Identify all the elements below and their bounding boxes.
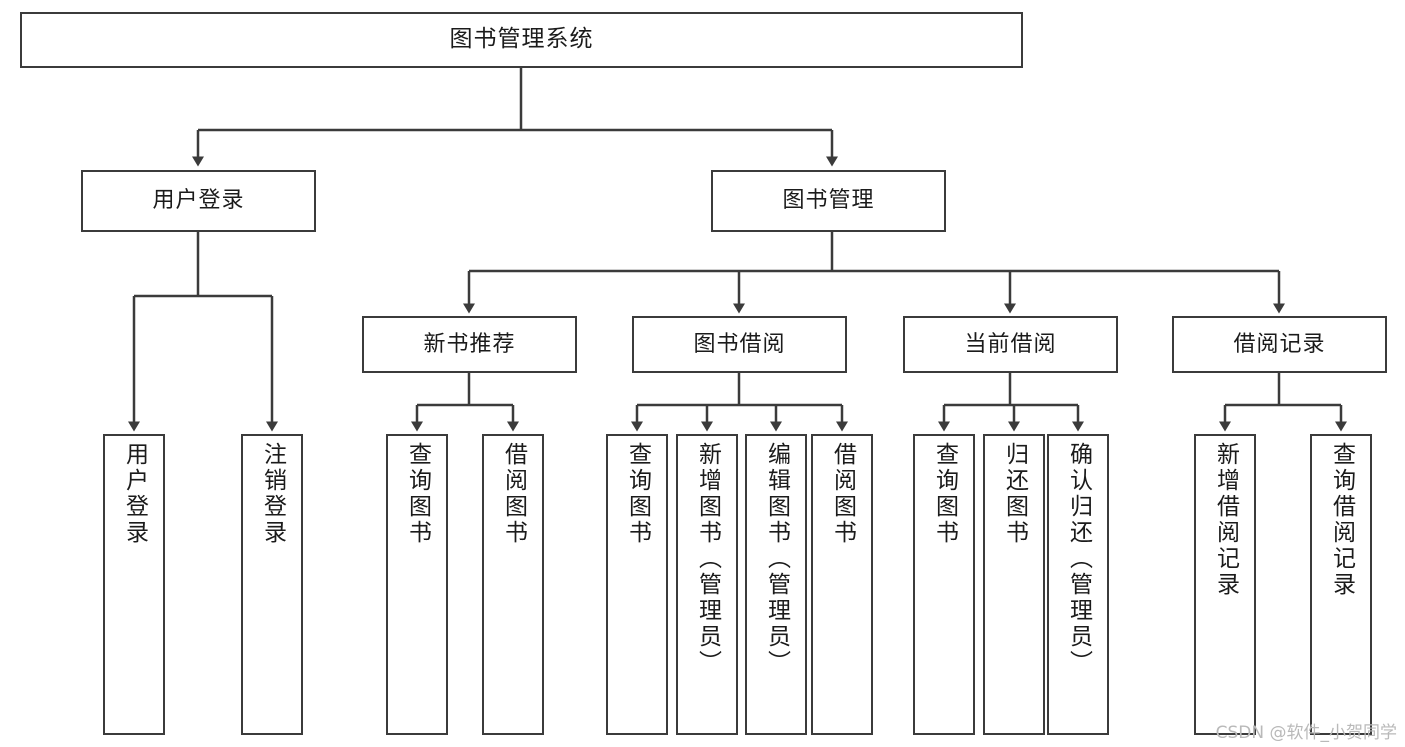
leaf-user-login[interactable]: 用户登录 <box>103 434 165 735</box>
node-root-system[interactable]: 图书管理系统 <box>20 12 1023 68</box>
node-label: 图书管理系统 <box>449 26 594 53</box>
leaf-confirm-return-admin[interactable]: 确认归还（管理员） <box>1047 434 1109 735</box>
node-label: 借阅图书 <box>829 442 856 546</box>
node-label: 编辑图书（管理员） <box>763 442 790 676</box>
watermark-text: CSDN @软件_小贺同学 <box>1215 723 1397 743</box>
leaf-query-book-borrow[interactable]: 查询图书 <box>606 434 668 735</box>
leaf-borrow-book[interactable]: 借阅图书 <box>811 434 873 735</box>
leaf-query-borrow-record[interactable]: 查询借阅记录 <box>1310 434 1372 735</box>
node-label: 借阅记录 <box>1233 331 1326 357</box>
node-label: 归还图书 <box>1001 442 1028 546</box>
leaf-query-book-recommend[interactable]: 查询图书 <box>386 434 448 735</box>
leaf-add-borrow-record[interactable]: 新增借阅记录 <box>1194 434 1256 735</box>
node-current-borrow[interactable]: 当前借阅 <box>903 316 1118 373</box>
leaf-add-book-admin[interactable]: 新增图书（管理员） <box>676 434 738 735</box>
node-book-borrow[interactable]: 图书借阅 <box>632 316 847 373</box>
node-borrow-record[interactable]: 借阅记录 <box>1172 316 1387 373</box>
node-label: 注销登录 <box>259 442 286 546</box>
leaf-query-book-current[interactable]: 查询图书 <box>913 434 975 735</box>
node-label: 借阅图书 <box>500 442 527 546</box>
node-label: 新书推荐 <box>423 331 516 357</box>
node-label: 用户登录 <box>152 188 245 214</box>
node-label: 当前借阅 <box>964 331 1057 357</box>
node-user-login[interactable]: 用户登录 <box>81 170 316 232</box>
node-label: 查询图书 <box>931 442 958 546</box>
node-label: 查询图书 <box>624 442 651 546</box>
node-label: 新增图书（管理员） <box>694 442 721 676</box>
leaf-logout[interactable]: 注销登录 <box>241 434 303 735</box>
node-label: 查询图书 <box>404 442 431 546</box>
leaf-edit-book-admin[interactable]: 编辑图书（管理员） <box>745 434 807 735</box>
node-label: 确认归还（管理员） <box>1065 442 1092 676</box>
node-label: 用户登录 <box>121 442 148 546</box>
node-book-management[interactable]: 图书管理 <box>711 170 946 232</box>
node-new-book-recommend[interactable]: 新书推荐 <box>362 316 577 373</box>
node-label: 图书管理 <box>782 188 875 214</box>
leaf-borrow-book-recommend[interactable]: 借阅图书 <box>482 434 544 735</box>
node-label: 图书借阅 <box>693 331 786 357</box>
node-label: 新增借阅记录 <box>1212 442 1239 598</box>
leaf-return-book[interactable]: 归还图书 <box>983 434 1045 735</box>
node-label: 查询借阅记录 <box>1328 442 1355 598</box>
